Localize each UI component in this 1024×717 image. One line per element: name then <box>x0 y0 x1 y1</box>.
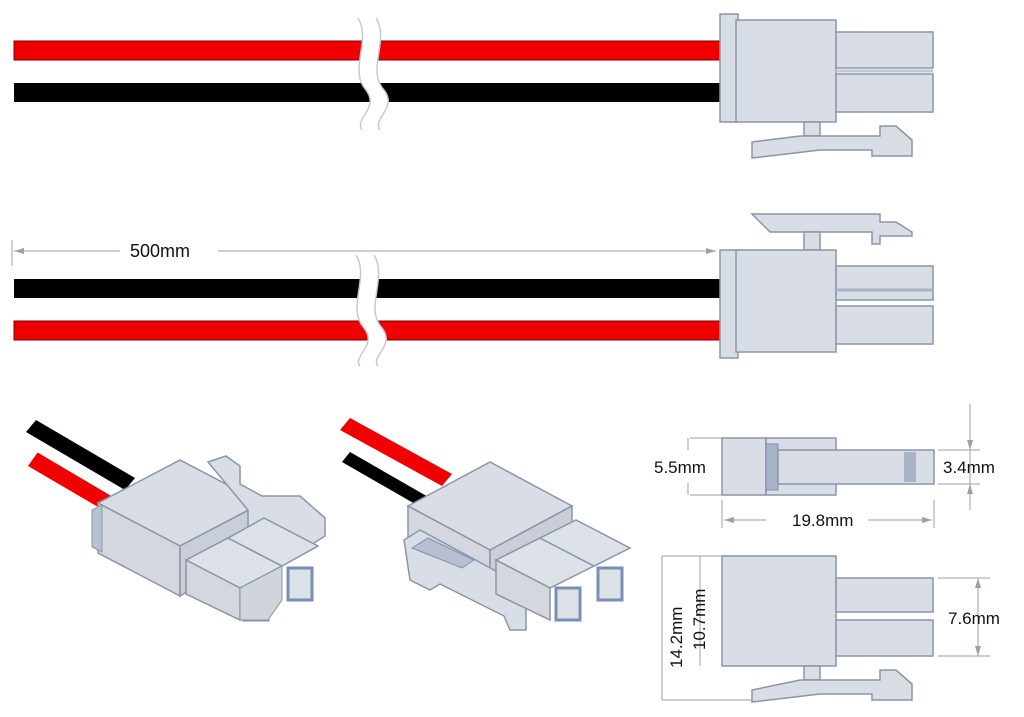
wavy-break-icon <box>356 255 387 366</box>
wavy-break-icon <box>358 18 389 130</box>
dimension-top-view <box>687 404 980 528</box>
dimension-side-view <box>661 555 990 703</box>
middle-connector <box>719 213 934 359</box>
height-pin-label: 3.4mm <box>943 458 995 477</box>
top-cable <box>13 17 723 131</box>
side-total-label: 14.2mm <box>667 606 686 668</box>
height-outer-label: 5.5mm <box>654 458 706 477</box>
length-total-label: 19.8mm <box>792 511 854 530</box>
iso-connector-right <box>340 418 632 631</box>
length-label: 500mm <box>130 241 191 261</box>
length-dimension <box>11 240 716 266</box>
side-body-label: 10.7mm <box>690 588 709 650</box>
side-pins-label: 7.6mm <box>948 609 1000 628</box>
top-connector <box>719 13 934 159</box>
middle-cable <box>13 254 723 367</box>
iso-connector-left <box>26 420 326 622</box>
